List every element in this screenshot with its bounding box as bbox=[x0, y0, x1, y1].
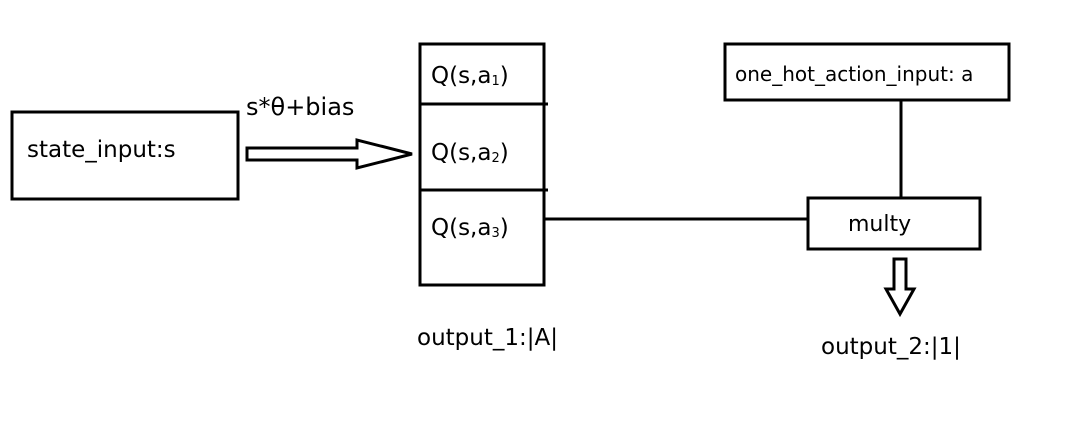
q-row-1-label: Q(s,a1) bbox=[431, 63, 509, 89]
output-2-label: output_2:|1| bbox=[821, 334, 961, 360]
q-table-box bbox=[418, 42, 546, 287]
q-row-2-label: Q(s,a2) bbox=[431, 140, 509, 166]
multy-box bbox=[806, 196, 982, 251]
hollow-arrow bbox=[245, 138, 413, 170]
multy-label: multy bbox=[848, 212, 912, 237]
down-arrow bbox=[883, 257, 917, 318]
action-input-box bbox=[723, 42, 1011, 102]
q-row-3-label: Q(s,a3) bbox=[431, 215, 509, 241]
action-input-label: one_hot_action_input: a bbox=[735, 62, 974, 86]
output-1-label: output_1:|A| bbox=[417, 325, 558, 351]
arrow-formula-label: s*θ+bias bbox=[246, 93, 355, 121]
state-input-label: state_input:s bbox=[27, 137, 176, 163]
state-input-box bbox=[10, 110, 240, 201]
